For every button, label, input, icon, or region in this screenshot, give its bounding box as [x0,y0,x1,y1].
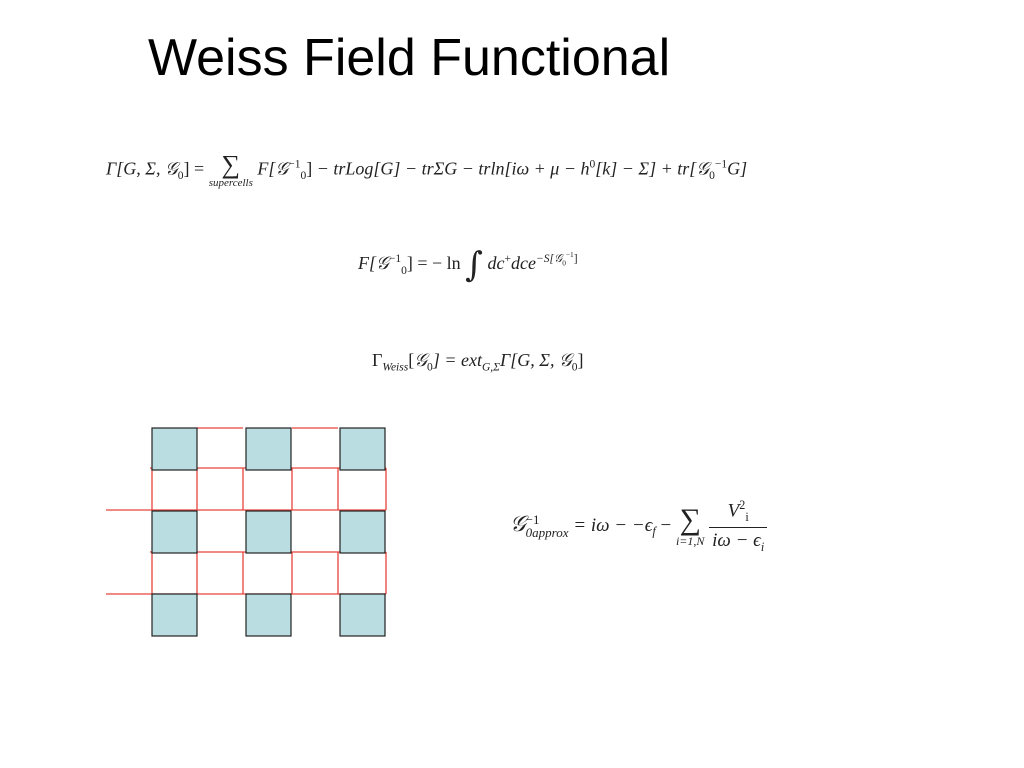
supercell-site [151,593,198,637]
weiss-functional-equation: ΓWeiss[𝒢0] = extG,ΣΓ[G, Σ, 𝒢0] [372,350,584,374]
eq4-den-sub: i [760,539,765,554]
eq2-exp: −S[𝒢 [535,253,563,266]
eq1-g0-sub: 0 [177,170,184,183]
eq1-sum: ∑supercells [209,152,253,189]
eq2-integral: ∫ [465,245,483,285]
eq1-f-sub: 0 [300,170,307,183]
f-functional-equation: F[𝒢−10] = − ln ∫ dc+dce−S[𝒢0−1] [358,248,578,282]
eq4-sum-symbol: ∑ [679,503,701,537]
eq3-ext-sub: G,Σ [481,361,500,374]
eq3-rhs-close: ] [577,350,584,370]
eq1-f-open: F[ [257,158,276,179]
eq3-gamma: Γ [372,350,383,370]
supercell-site [245,427,292,471]
eq4-num-sup: 2 [739,498,746,512]
eq2-mid: ] = − ln [406,253,461,274]
eq4-eps-sub: f [652,524,656,539]
eq2-sub: 0 [401,264,407,277]
eq1-tr-sup: −1 [714,158,728,171]
eq1-terms2: [k] − Σ] + tr[ [595,158,697,179]
eq3-open: [ [408,350,415,370]
eq2-plus: + [504,253,511,266]
eq1-terms: − trLog[G] − trΣG − trln[iω + μ − h [316,158,590,179]
supercell-site [245,593,292,637]
supercell-site [339,510,386,554]
eq1-f-g: 𝒢 [275,158,289,180]
eq2-exp-close: ] [573,253,578,266]
supercell-site [151,427,198,471]
supercell-site [339,593,386,637]
eq1-sum-symbol: ∑ [221,150,241,179]
eq2-f-open: F[ [358,253,376,274]
eq1-lhs: Γ[G, Σ, [106,158,165,179]
eq3-rhs: Γ[G, Σ, [500,350,559,370]
eq3-mid: ] = ext [432,350,482,370]
eq2-sup: −1 [388,253,402,266]
eq1-g0: 𝒢 [164,158,178,180]
eq3-g: 𝒢 [414,350,428,371]
eq4-num-sub: i [745,510,749,525]
supercell-lattice-diagram [106,427,387,637]
eq2-g: 𝒢 [376,253,389,275]
eq4-mid: = iω − −ϵ [573,514,653,536]
eq3-gamma-sub: Weiss [382,361,409,374]
eq4-g-sub: 0approx [525,525,569,541]
eq4-g: 𝒢 [510,511,526,537]
eq4-den: iω − ϵ [712,530,761,552]
eq4-sum-limit: i=1,N [675,534,705,549]
eq3-rhs-g: 𝒢 [558,350,572,371]
eq1-sum-limit: supercells [208,177,253,189]
eq4-minus: − [660,514,672,536]
gamma-functional-equation: Γ[G, Σ, 𝒢0] = ∑supercells F[𝒢−10] − trLo… [106,152,747,189]
supercell-site [339,427,386,471]
eq2-exp-sup: −1 [565,250,574,260]
eq1-lhs-close: ] = [183,158,205,179]
eq4-g-sup: −1 [525,511,540,527]
eq2-body: dc [487,253,505,274]
eq4-num: V [727,500,740,522]
eq1-tr-sub: 0 [709,170,715,183]
eq1-f-close: ] [306,158,313,179]
supercell-site [245,510,292,554]
supercell-site [151,510,198,554]
eq3-rhs-sub: 0 [571,361,578,374]
eq2-exp-sub: 0 [562,258,566,268]
eq1-tr-g: 𝒢 [696,158,710,180]
eq1-h-sup: 0 [589,158,596,171]
eq2-body2: dce [510,253,536,274]
eq3-g-sub: 0 [427,361,433,374]
eq1-tr-close: G] [727,158,748,179]
slide-title: Weiss Field Functional [148,29,671,87]
eq1-f-sup: −1 [288,158,301,171]
eq4-sum: ∑i=1,N [675,503,705,549]
